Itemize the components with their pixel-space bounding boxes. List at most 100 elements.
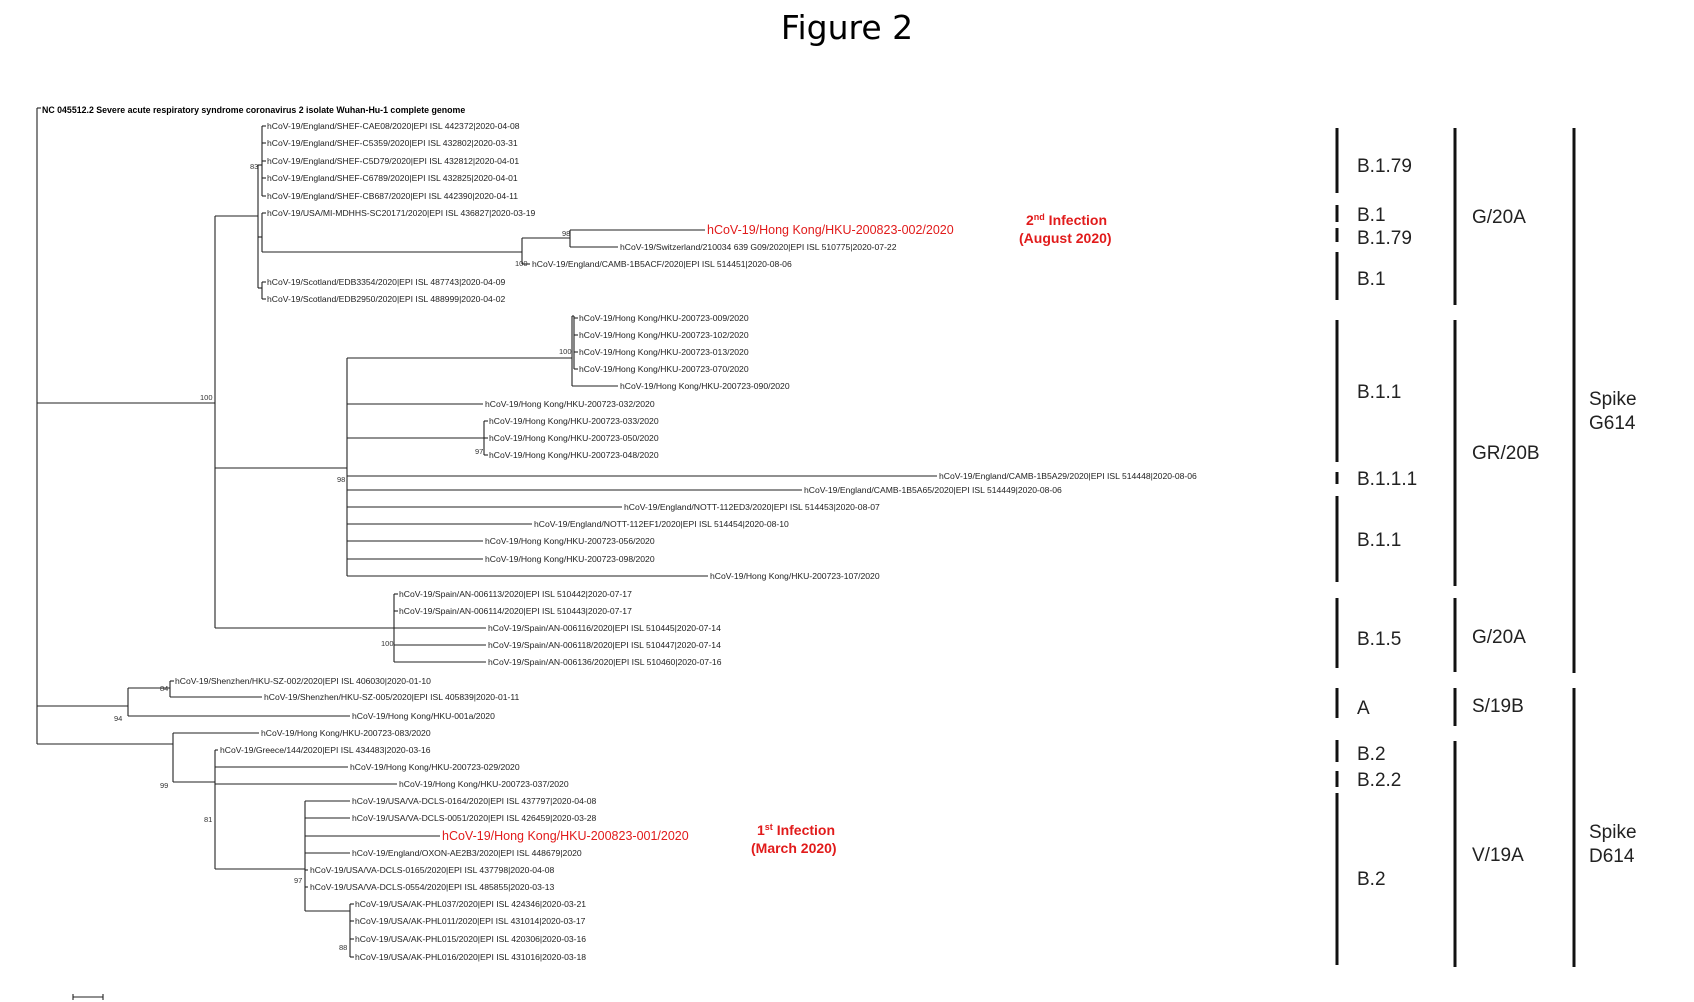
lineage-label: B.2.2	[1357, 770, 1401, 791]
leaf-label: hCoV-19/USA/AK-PHL037/2020|EPI ISL 42434…	[355, 899, 586, 909]
leaf-label: hCoV-19/USA/AK-PHL015/2020|EPI ISL 42030…	[355, 934, 586, 944]
clade-label: V/19A	[1472, 845, 1524, 866]
leaf-label: hCoV-19/Shenzhen/HKU-SZ-002/2020|EPI ISL…	[175, 676, 431, 686]
lineage-label: B.2	[1357, 869, 1386, 890]
leaf-label: hCoV-19/Switzerland/210034 639 G09/2020|…	[620, 242, 897, 252]
leaf-label: hCoV-19/Shenzhen/HKU-SZ-005/2020|EPI ISL…	[264, 692, 520, 702]
leaf-label: hCoV-19/Spain/AN-006136/2020|EPI ISL 510…	[488, 657, 722, 667]
leaf-label: hCoV-19/Spain/AN-006116/2020|EPI ISL 510…	[488, 623, 721, 633]
leaf-label: hCoV-19/Hong Kong/HKU-200723-009/2020	[579, 313, 749, 323]
leaf-label: hCoV-19/Hong Kong/HKU-001a/2020	[352, 711, 495, 721]
spike-column: Spike G614 Spike D614	[1572, 128, 1637, 967]
branches	[36, 107, 937, 958]
leaf-label: hCoV-19/Hong Kong/HKU-200723-107/2020	[710, 571, 880, 581]
leaf-label: hCoV-19/England/SHEF-CAE08/2020|EPI ISL …	[267, 121, 520, 131]
lineage-label: B.1	[1357, 269, 1386, 290]
bootstrap-label: 97	[294, 876, 302, 885]
leaf-label: hCoV-19/England/NOTT-112ED3/2020|EPI ISL…	[624, 502, 880, 512]
bootstrap-label: 99	[160, 781, 168, 790]
leaf-label: hCoV-19/Hong Kong/HKU-200723-098/2020	[485, 554, 655, 564]
lineage-label: B.1.1	[1357, 382, 1401, 403]
leaf-label: hCoV-19/Hong Kong/HKU-200723-033/2020	[489, 416, 659, 426]
bootstrap-label: 100	[200, 393, 213, 402]
bootstrap-label: 83	[250, 162, 258, 171]
bootstrap-label: 97	[475, 447, 483, 456]
clade-column: G/20A GR/20B G/20A S/19B V/19A	[1453, 128, 1540, 967]
leaf-label: hCoV-19/USA/VA-DCLS-0165/2020|EPI ISL 43…	[310, 865, 555, 875]
clade-label: S/19B	[1472, 696, 1524, 717]
first-infection-line1: 1st Infection	[757, 822, 835, 838]
leaf-label: hCoV-19/England/CAMB-1B5A29/2020|EPI ISL…	[939, 471, 1197, 481]
root-label: NC 045512.2 Severe acute respiratory syn…	[42, 105, 465, 115]
leaf-label: hCoV-19/England/CAMB-1B5ACF/2020|EPI ISL…	[532, 259, 792, 269]
bootstrap-label: 100	[559, 347, 572, 356]
leaf-label: hCoV-19/England/NOTT-112EF1/2020|EPI ISL…	[534, 519, 789, 529]
lineage-column: B.1.79 B.1 B.1.79 B.1 B.1.1 B.1.1.1 B.1.…	[1335, 128, 1417, 965]
clade-label: G/20A	[1472, 207, 1526, 228]
second-infection-date: (August 2020)	[1019, 230, 1112, 246]
first-infection-annotation: 1st Infection (March 2020)	[751, 822, 837, 856]
lineage-label: B.1.1	[1357, 530, 1401, 551]
leaf-labels: hCoV-19/England/SHEF-CAE08/2020|EPI ISL …	[175, 121, 1197, 962]
bootstrap-label: 88	[339, 943, 347, 952]
lineage-label: A	[1357, 698, 1370, 719]
leaf-label: hCoV-19/USA/VA-DCLS-0051/2020|EPI ISL 42…	[352, 813, 597, 823]
figure-title: Figure 2	[780, 8, 914, 47]
bootstrap-label: 100	[381, 639, 394, 648]
second-infection-line1: 2nd Infection	[1026, 212, 1107, 228]
spike-label-g614-line2: G614	[1589, 413, 1636, 434]
leaf-label: hCoV-19/Greece/144/2020|EPI ISL 434483|2…	[220, 745, 431, 755]
lineage-label: B.1.79	[1357, 228, 1412, 249]
leaf-label: hCoV-19/Spain/AN-006118/2020|EPI ISL 510…	[488, 640, 721, 650]
leaf-label: hCoV-19/USA/MI-MDHHS-SC20171/2020|EPI IS…	[267, 208, 536, 218]
leaf-label: hCoV-19/Hong Kong/HKU-200723-050/2020	[489, 433, 659, 443]
leaf-label: hCoV-19/England/SHEF-C5D79/2020|EPI ISL …	[267, 156, 519, 166]
lineage-label: B.2	[1357, 744, 1386, 765]
leaf-label: hCoV-19/USA/VA-DCLS-0164/2020|EPI ISL 43…	[352, 796, 597, 806]
leaf-label: hCoV-19/Hong Kong/HKU-200723-013/2020	[579, 347, 749, 357]
leaf-label: hCoV-19/USA/AK-PHL016/2020|EPI ISL 43101…	[355, 952, 586, 962]
bootstrap-label: 94	[114, 714, 122, 723]
leaf-label: hCoV-19/England/CAMB-1B5A65/2020|EPI ISL…	[804, 485, 1062, 495]
leaf-label: hCoV-19/Hong Kong/HKU-200723-090/2020	[620, 381, 790, 391]
second-infection-annotation: 2nd Infection (August 2020)	[1019, 212, 1112, 246]
leaf-label: hCoV-19/Hong Kong/HKU-200723-102/2020	[579, 330, 749, 340]
spike-label-d614-line2: D614	[1589, 846, 1635, 867]
clade-label: GR/20B	[1472, 443, 1540, 464]
bootstrap-values: 83 98 100 100 100 97 98 100 84 94 99 81 …	[114, 162, 572, 952]
lineage-label: B.1	[1357, 205, 1386, 226]
leaf-label: hCoV-19/Hong Kong/HKU-200723-083/2020	[261, 728, 431, 738]
leaf-label: hCoV-19/Scotland/EDB2950/2020|EPI ISL 48…	[267, 294, 505, 304]
leaf-label: hCoV-19/Spain/AN-006113/2020|EPI ISL 510…	[399, 589, 632, 599]
leaf-label: hCoV-19/Scotland/EDB3354/2020|EPI ISL 48…	[267, 277, 505, 287]
bootstrap-label: 100	[515, 259, 528, 268]
lineage-label: B.1.79	[1357, 156, 1412, 177]
leaf-label-first-infection: hCoV-19/Hong Kong/HKU-200823-001/2020	[442, 829, 689, 843]
leaf-label: hCoV-19/Spain/AN-006114/2020|EPI ISL 510…	[399, 606, 632, 616]
spike-label-d614-line1: Spike	[1589, 822, 1637, 843]
clade-label: G/20A	[1472, 627, 1526, 648]
lineage-label: B.1.5	[1357, 629, 1401, 650]
leaf-label: hCoV-19/England/OXON-AE2B3/2020|EPI ISL …	[352, 848, 582, 858]
bootstrap-label: 84	[160, 684, 168, 693]
leaf-label: hCoV-19/England/SHEF-CB687/2020|EPI ISL …	[267, 191, 518, 201]
leaf-label: hCoV-19/USA/AK-PHL011/2020|EPI ISL 43101…	[355, 916, 586, 926]
leaf-label: hCoV-19/Hong Kong/HKU-200723-029/2020	[350, 762, 520, 772]
bootstrap-label: 81	[204, 815, 212, 824]
spike-label-g614-line1: Spike	[1589, 389, 1637, 410]
leaf-label: hCoV-19/USA/VA-DCLS-0554/2020|EPI ISL 48…	[310, 882, 555, 892]
leaf-label: hCoV-19/Hong Kong/HKU-200723-056/2020	[485, 536, 655, 546]
leaf-label-second-infection: hCoV-19/Hong Kong/HKU-200823-002/2020	[707, 223, 954, 237]
leaf-label: hCoV-19/Hong Kong/HKU-200723-048/2020	[489, 450, 659, 460]
lineage-label: B.1.1.1	[1357, 469, 1417, 490]
leaf-label: hCoV-19/England/SHEF-C6789/2020|EPI ISL …	[267, 173, 518, 183]
scale-bar	[72, 994, 104, 1000]
leaf-label: hCoV-19/England/SHEF-C5359/2020|EPI ISL …	[267, 138, 518, 148]
leaf-label: hCoV-19/Hong Kong/HKU-200723-070/2020	[579, 364, 749, 374]
bootstrap-label: 98	[337, 475, 345, 484]
leaf-label: hCoV-19/Hong Kong/HKU-200723-037/2020	[399, 779, 569, 789]
leaf-label: hCoV-19/Hong Kong/HKU-200723-032/2020	[485, 399, 655, 409]
bootstrap-label: 98	[562, 229, 570, 238]
first-infection-date: (March 2020)	[751, 840, 837, 856]
